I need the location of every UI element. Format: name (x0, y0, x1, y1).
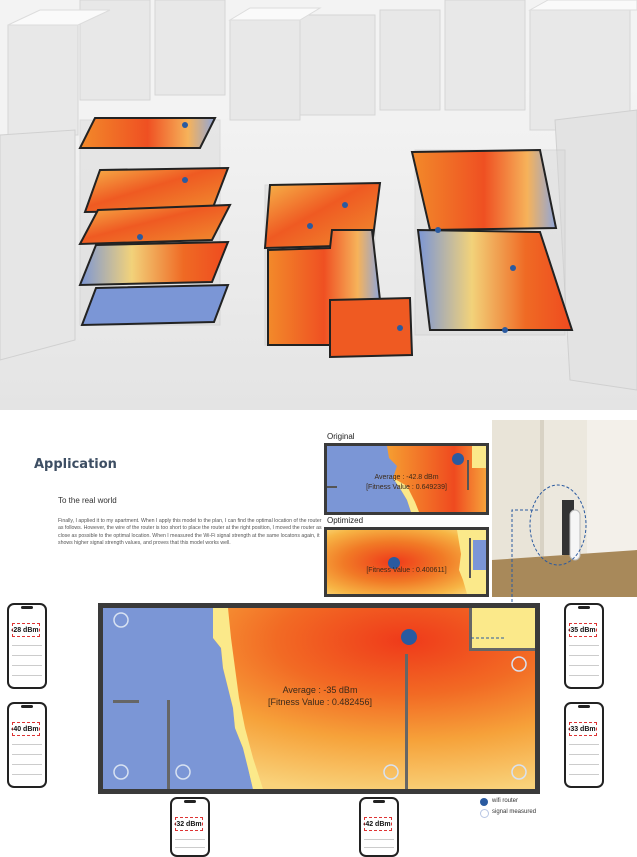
phone-signal-reading: -33 dBm (568, 726, 596, 733)
phone-screenshot: -40 dBm (7, 702, 47, 788)
phone-screenshot: -35 dBm (564, 603, 604, 689)
optimized-heatmap-graphic (327, 530, 486, 594)
legend-measured-icon (480, 809, 489, 818)
measure-point-marker (175, 764, 191, 780)
legend-measured-label: signal measured (492, 809, 537, 815)
main-heatmap (98, 603, 540, 794)
phone-signal-reading: -35 dBm (568, 627, 596, 634)
measure-point-marker (511, 656, 527, 672)
section-title: Application (34, 457, 117, 472)
optimized-fitness-text: [Fitness Value : 0.400611] (366, 567, 447, 574)
apartment-photo-graphic (492, 420, 637, 597)
phone-screenshot: -28 dBm (7, 603, 47, 689)
original-map-label: Original (327, 432, 355, 441)
original-router-dot (452, 453, 464, 465)
original-heatmap (324, 443, 489, 515)
measure-point-marker (383, 764, 399, 780)
measure-point-marker (113, 764, 129, 780)
phone-screenshot: -33 dBm (564, 702, 604, 788)
legend-router-icon (480, 798, 488, 806)
main-heatmap-graphic (103, 608, 535, 789)
optimized-map-label: Optimized (327, 516, 364, 525)
section-subtitle: To the real world (58, 496, 117, 505)
phone-signal-reading: -40 dBm (11, 726, 39, 733)
phone-signal-reading: -42 dBm (363, 821, 391, 828)
original-average-text: Average : -42.8 dBm (374, 474, 439, 481)
main-fitness-text: [Fitness Value : 0.482456] (268, 697, 372, 707)
apartment-photo (492, 420, 637, 597)
optimized-heatmap (324, 527, 489, 597)
section-body-text: Finally, I applied it to my apartment. W… (58, 518, 322, 547)
phone-signal-reading: -28 dBm (11, 627, 39, 634)
original-heatmap-graphic (327, 446, 486, 512)
measure-point-marker (113, 612, 129, 628)
phone-signal-reading: -32 dBm (174, 821, 202, 828)
optimized-router-dot (388, 557, 400, 569)
apartment-heatmap-render (0, 0, 637, 410)
render-illustration (0, 0, 637, 410)
legend-router-label: wifi router (492, 798, 519, 804)
measure-point-marker (511, 764, 527, 780)
phone-screenshot: -32 dBm (170, 797, 210, 857)
original-fitness-text: [Fitness Value : 0.649239] (366, 484, 447, 491)
phone-screenshot: -42 dBm (359, 797, 399, 857)
main-average-text: Average : -35 dBm (282, 685, 358, 695)
main-router-dot (401, 629, 417, 645)
